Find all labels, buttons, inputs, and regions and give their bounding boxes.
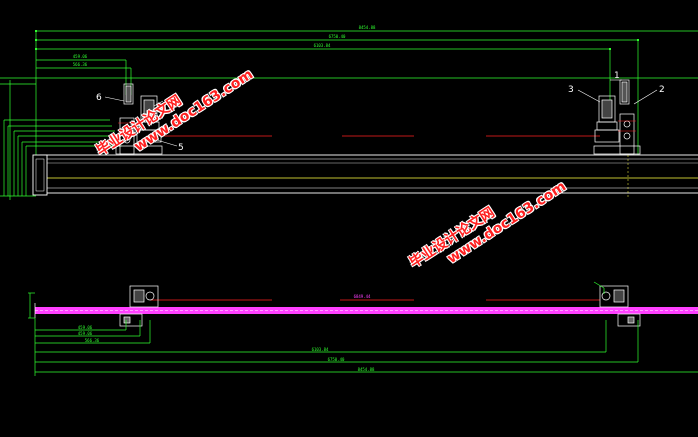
dim-bot-overall: 8454.88 — [358, 367, 375, 372]
dim-bot-third: 6103.84 — [312, 347, 329, 352]
bottom-rail — [34, 303, 698, 318]
bottom-right-carriage — [599, 285, 641, 327]
dim-bot-small-3: 566.36 — [85, 338, 100, 343]
dim-bot-small-2: 459.06 — [78, 331, 93, 336]
bottom-left-carriage — [119, 285, 159, 327]
dim-bot-small-1: 459.06 — [78, 325, 93, 330]
top-left-carriage — [115, 83, 163, 155]
callout-1: 1 — [614, 71, 620, 81]
top-dimension-ticks — [35, 30, 639, 50]
top-right-carriage — [593, 79, 641, 155]
bottom-right-marks — [593, 281, 605, 294]
callout-2: 2 — [659, 85, 665, 95]
dim-top-small-2: 566.36 — [73, 62, 88, 67]
top-left-carriage-marks — [118, 122, 136, 134]
dim-bot-mid: 6849.44 — [354, 294, 371, 299]
callout-5: 5 — [178, 143, 184, 153]
dim-bot-second: 6750.40 — [328, 357, 345, 362]
dim-top-third: 6103.84 — [314, 43, 331, 48]
top-dimension-lines — [0, 30, 698, 200]
callout-3: 3 — [568, 85, 574, 95]
callout-6: 6 — [96, 93, 102, 103]
callout-4: 4 — [165, 97, 171, 107]
top-beam — [32, 154, 698, 198]
dim-top-small-1: 459.06 — [73, 54, 88, 59]
bottom-dimension-lines — [28, 292, 698, 376]
callout-leaders — [104, 79, 658, 147]
dim-top-overall: 8454.88 — [359, 25, 376, 30]
top-right-carriage-marks — [618, 120, 636, 132]
dim-top-second: 6750.40 — [329, 34, 346, 39]
